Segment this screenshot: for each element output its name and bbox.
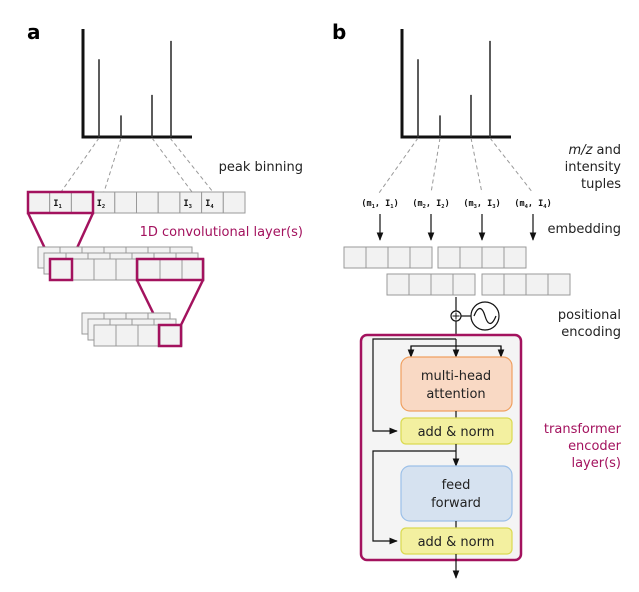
spectrum-b — [400, 29, 511, 139]
feature-map-cell — [115, 324, 139, 347]
positional-label-line2: encoding — [561, 325, 621, 340]
mz-intensity-tuple: (m2, I2) — [412, 199, 449, 210]
kernel-funnel-2-right — [179, 279, 205, 326]
feed-forward-block — [400, 465, 513, 522]
binned-vector: I1 I2 I3 I4 — [27, 191, 246, 214]
panel-a-letter: a — [27, 20, 41, 44]
bin-label: I1 — [53, 199, 62, 210]
embedding-label: embedding — [547, 222, 621, 237]
add-norm-label-1: add & norm — [418, 425, 495, 440]
bin-cell — [70, 191, 94, 214]
ff-label-line1: feed — [442, 478, 471, 493]
bin-label: I4 — [205, 199, 214, 210]
mz-label-line3: tuples — [581, 177, 621, 192]
bin-cell — [27, 191, 51, 214]
attention-label-line1: multi-head — [421, 369, 491, 384]
ff-label-line2: forward — [431, 496, 481, 511]
feature-map-cell — [137, 324, 161, 347]
multi-head-attention-block — [400, 356, 513, 412]
mz-label-line1: m/z and — [569, 143, 621, 158]
embedding-cell — [452, 273, 476, 296]
attention-label-line2: attention — [426, 387, 485, 402]
mz-label-line2: intensity — [565, 160, 622, 175]
conv-layer-label: 1D convolutional layer(s) — [140, 225, 303, 240]
embedding-arrows — [376, 214, 537, 241]
feature-map-cell — [159, 324, 183, 347]
kernel-highlight-1 — [26, 190, 95, 215]
embedding-cell — [481, 246, 505, 269]
embedding-cell — [387, 246, 411, 269]
embedding-cell — [386, 273, 410, 296]
positional-label-line1: positional — [558, 308, 621, 323]
mz-intensity-tuple: (m4, I4) — [514, 199, 551, 210]
feature-map-cell — [93, 258, 117, 281]
embedding-cell — [503, 273, 527, 296]
output-highlight-2 — [157, 323, 183, 348]
binning-dashes — [60, 137, 214, 193]
feature-map-cell — [159, 258, 183, 281]
bin-cell — [136, 191, 159, 214]
embedding-cell — [408, 273, 432, 296]
transformer-label-line1: transformer — [544, 422, 622, 437]
embedding-cell — [547, 273, 571, 296]
feature-map-cell — [71, 258, 95, 281]
peak-binning-label: peak binning — [219, 160, 303, 175]
embedding-cell — [503, 246, 527, 269]
embedding-cell — [481, 273, 505, 296]
embedding-cell — [459, 246, 483, 269]
spectrum-a-axes — [81, 29, 192, 139]
feature-map-stack-2 — [81, 312, 183, 347]
residual-connection-1 — [372, 338, 456, 435]
feature-map-stack-1 — [37, 246, 205, 281]
mz-intensity-tuple: (m3, I3) — [463, 199, 500, 210]
embedding-cell — [430, 273, 454, 296]
bin-cell — [114, 191, 138, 214]
feature-map-cell — [115, 258, 139, 281]
feature-map-cell — [137, 258, 161, 281]
transformer-label-line3: layer(s) — [571, 456, 621, 471]
feature-map-cell — [93, 324, 117, 347]
bin-label: I2 — [97, 199, 105, 210]
embedding-cell — [409, 246, 433, 269]
residual-connection-2 — [372, 450, 456, 545]
embedding-cell — [343, 246, 367, 269]
tuple-row: (m1, I1) (m2, I2) (m3, I3) (m4, I4) — [361, 199, 551, 210]
add-norm-label-2: add & norm — [418, 535, 495, 550]
spectrum-b-axes — [400, 29, 511, 139]
output-highlight-1 — [48, 257, 74, 282]
embedding-cell — [525, 273, 549, 296]
bin-cell — [222, 191, 246, 214]
bin-cell — [157, 191, 181, 214]
transformer-label-line2: encoder — [568, 439, 622, 454]
embedding-cell — [437, 246, 461, 269]
bin-label: I3 — [184, 199, 192, 210]
embedding-vectors — [343, 246, 571, 296]
panel-b-letter: b — [332, 20, 346, 44]
embedding-cell — [365, 246, 389, 269]
tuple-dashes — [378, 137, 534, 194]
mz-intensity-tuple: (m1, I1) — [361, 199, 398, 210]
spectrum-a — [81, 29, 192, 139]
sine-wave-path — [473, 307, 497, 325]
kernel-highlight-2 — [135, 257, 205, 282]
feature-map-cell — [49, 258, 73, 281]
feature-map-cell — [181, 258, 205, 281]
